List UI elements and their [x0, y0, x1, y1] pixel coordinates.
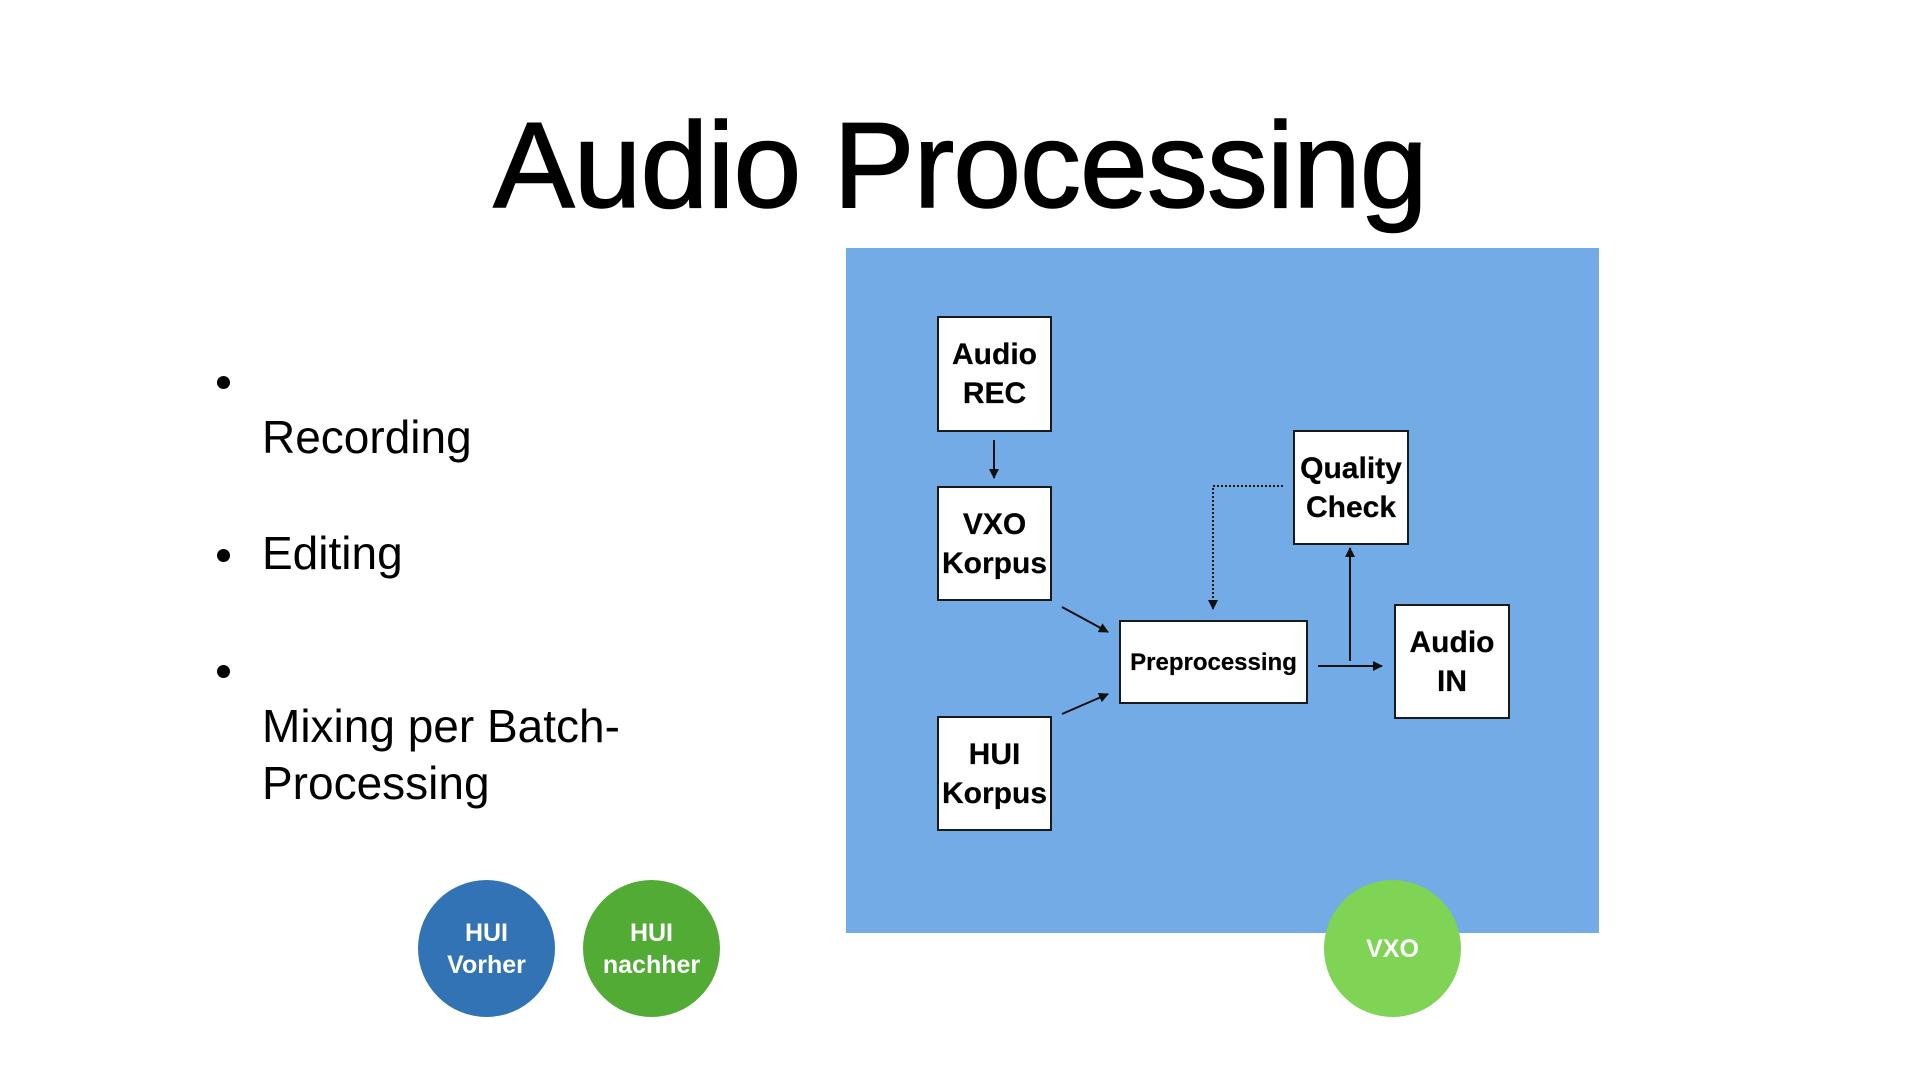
bullet-list: Recording Editing Mixing per Batch- Proc…	[210, 352, 682, 871]
badge-label: HUI Vorher	[447, 918, 526, 979]
bullet-item: Mixing per Batch- Processing	[210, 641, 682, 812]
bullet-item: Recording	[210, 352, 682, 466]
bullet-text: Recording	[262, 411, 472, 463]
bullet-item: Editing	[210, 525, 682, 582]
node-hui-korpus: HUI Korpus	[937, 716, 1052, 831]
bullet-dot-icon	[217, 376, 230, 389]
bullet-dot-icon	[217, 549, 230, 562]
badge-hui-nachher: HUI nachher	[583, 880, 720, 1017]
node-label: Quality Check	[1300, 451, 1402, 524]
bullet-text: Mixing per Batch- Processing	[262, 700, 620, 809]
node-label: HUI Korpus	[942, 737, 1047, 810]
node-vxo-korpus: VXO Korpus	[937, 486, 1052, 601]
node-label: VXO Korpus	[942, 507, 1047, 580]
node-preprocessing: Preprocessing	[1119, 620, 1308, 704]
node-audio-rec: Audio REC	[937, 316, 1052, 432]
slide-title: Audio Processing	[493, 97, 1429, 233]
badge-label: HUI nachher	[602, 918, 701, 979]
node-label: Audio IN	[1409, 625, 1495, 698]
bullet-dot-icon	[217, 665, 230, 678]
bullet-text: Editing	[262, 527, 403, 579]
node-label: Preprocessing	[1130, 648, 1297, 676]
badge-hui-vorher: HUI Vorher	[418, 880, 555, 1017]
node-quality-check: Quality Check	[1293, 430, 1409, 545]
node-audio-in: Audio IN	[1394, 604, 1510, 719]
badge-vxo: VXO	[1324, 880, 1461, 1017]
node-label: Audio REC	[952, 338, 1037, 410]
badge-label: VXO	[1366, 934, 1419, 963]
